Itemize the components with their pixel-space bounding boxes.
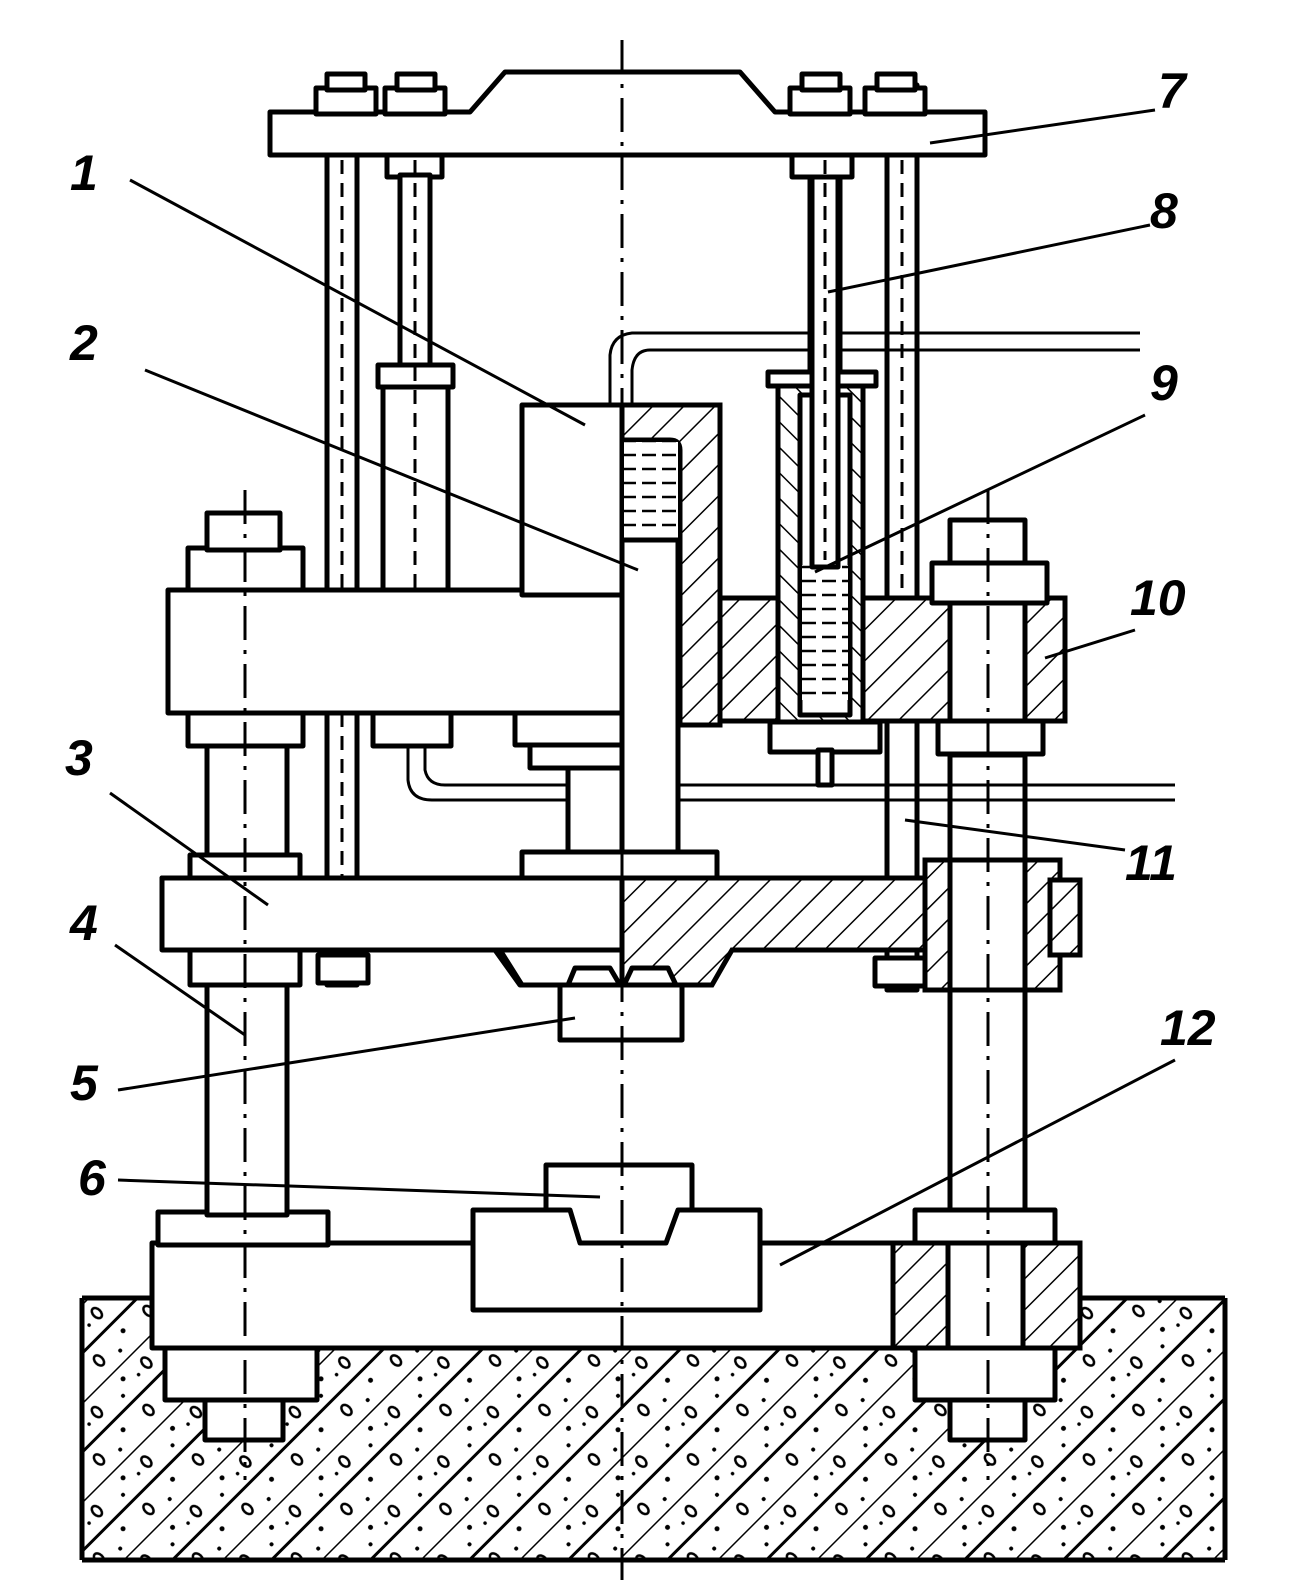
callout-5: 5: [70, 1055, 99, 1111]
callout-4: 4: [69, 895, 98, 951]
top-crosshead: [267, 69, 988, 180]
leader-lines: [109, 108, 1176, 1267]
axis-lines: [243, 40, 990, 1580]
callout-11: 11: [1125, 835, 1177, 891]
lower-die-holder: [470, 1162, 763, 1313]
callout-labels: 1 2 3 4 5 6 7 8 9 10 11 12: [65, 63, 1216, 1206]
main-cylinder: [512, 402, 723, 771]
valve-assembly: [765, 174, 883, 788]
callout-8: 8: [1150, 183, 1178, 239]
callout-1: 1: [70, 145, 98, 201]
callout-2: 2: [69, 315, 98, 371]
column-left: [204, 742, 290, 1218]
callout-6: 6: [78, 1150, 107, 1206]
pipes: [406, 331, 1175, 802]
moving-slide: [159, 849, 1083, 1043]
callout-3: 3: [65, 730, 93, 786]
callout-10: 10: [1130, 570, 1186, 626]
tie-rod-right: [872, 82, 928, 993]
callout-12: 12: [1160, 1000, 1216, 1056]
callout-7: 7: [1158, 63, 1188, 119]
callout-9: 9: [1150, 355, 1178, 411]
